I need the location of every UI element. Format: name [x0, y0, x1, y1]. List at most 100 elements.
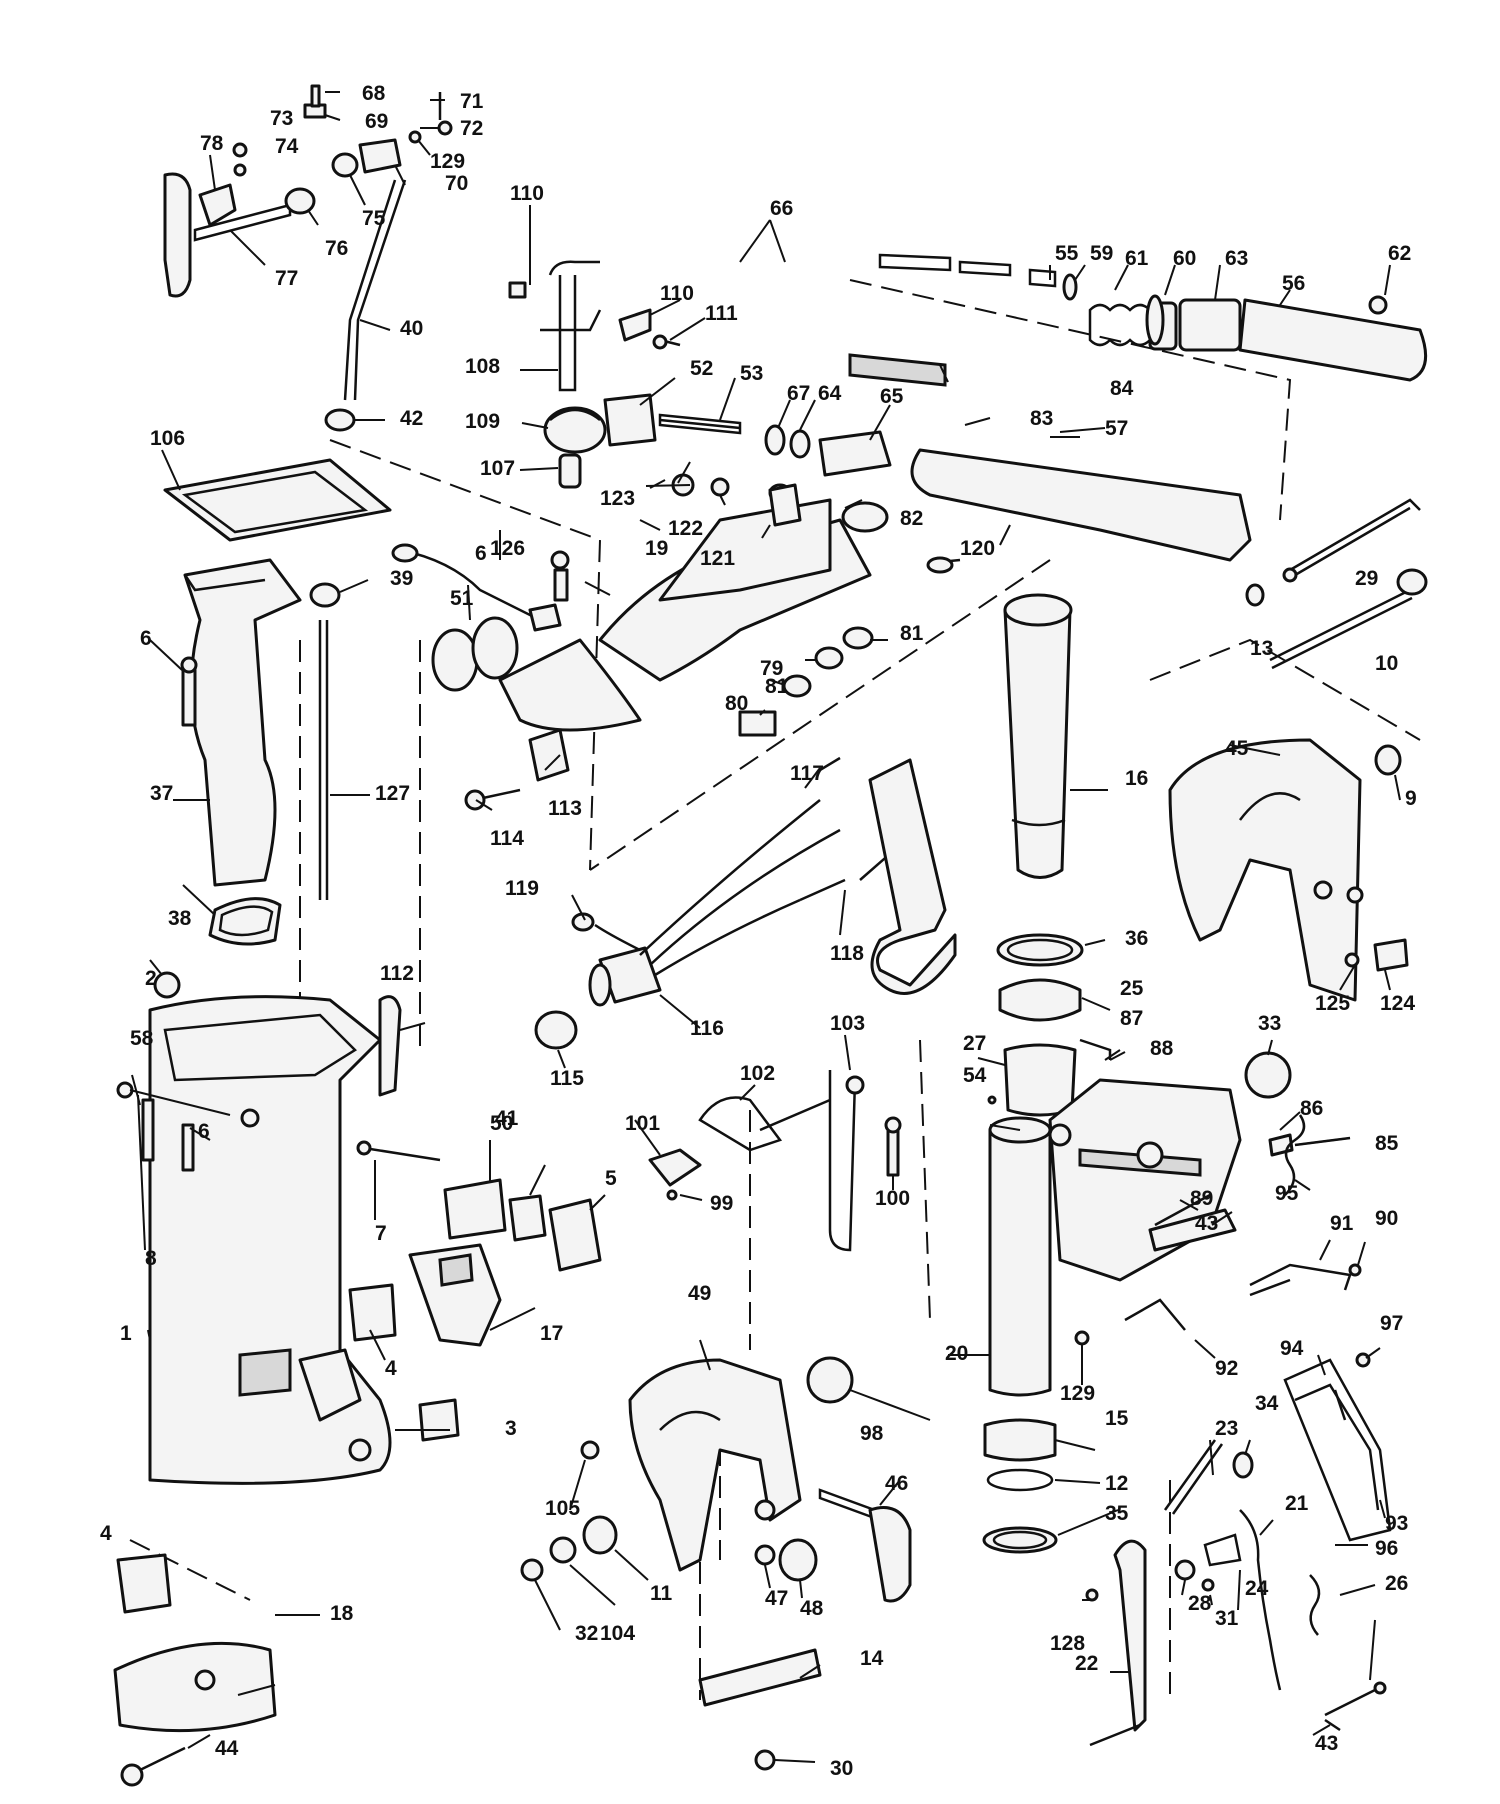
callout-13: 13 [1250, 637, 1273, 660]
callout-45: 45 [1225, 737, 1249, 760]
callout-4: 4 [385, 1357, 397, 1380]
callout-54: 54 [963, 1064, 987, 1087]
callout-79: 79 [760, 657, 783, 680]
callout-64: 64 [818, 382, 842, 405]
callout-35: 35 [1105, 1502, 1129, 1525]
callout-113: 113 [548, 797, 582, 820]
tiller-assembly [818, 298, 1428, 562]
steering-linkage [1245, 498, 1428, 776]
callout-9: 9 [1405, 787, 1417, 810]
callout-44: 44 [215, 1737, 239, 1760]
callout-57: 57 [1105, 417, 1128, 440]
callout-8: 8 [145, 1247, 157, 1270]
callout-22: 22 [1075, 1652, 1098, 1675]
callout-82: 82 [900, 507, 923, 530]
callout-4: 4 [100, 1522, 112, 1545]
callout-114: 114 [490, 827, 524, 850]
callout-123: 123 [600, 487, 635, 510]
callout-70: 70 [445, 172, 468, 195]
callout-121: 121 [700, 547, 735, 570]
callout-98: 98 [860, 1422, 884, 1445]
clamp-bracket-right [1168, 738, 1409, 1002]
callout-111: 111 [705, 302, 738, 325]
callout-41: 41 [495, 1107, 519, 1130]
callout-29: 29 [1355, 567, 1378, 590]
callout-127: 127 [375, 782, 410, 805]
callout-86: 86 [1300, 1097, 1323, 1120]
callout-108: 108 [465, 355, 500, 378]
callout-40: 40 [400, 317, 423, 340]
callout-90: 90 [1375, 1207, 1398, 1230]
callout-109: 109 [465, 410, 500, 433]
callout-126: 126 [490, 537, 525, 560]
callout-102: 102 [740, 1062, 775, 1085]
callout-28: 28 [1188, 1592, 1212, 1615]
callout-14: 14 [860, 1647, 884, 1670]
callout-115: 115 [550, 1067, 584, 1090]
callout-97: 97 [1380, 1312, 1403, 1335]
callout-89: 89 [1190, 1187, 1213, 1210]
callout-2: 2 [145, 967, 157, 990]
callout-48: 48 [800, 1597, 824, 1620]
callout-124: 124 [1380, 992, 1415, 1015]
callout-leaders [131, 91, 1401, 1763]
callout-46: 46 [885, 1472, 908, 1495]
callout-10: 10 [1375, 652, 1398, 675]
callout-36: 36 [1125, 927, 1148, 950]
callout-129: 129 [430, 150, 465, 173]
callout-101: 101 [625, 1112, 660, 1135]
callout-33: 33 [1258, 1012, 1281, 1035]
callout-128: 128 [1050, 1632, 1085, 1655]
callout-1: 1 [120, 1322, 132, 1345]
callout-62: 62 [1388, 242, 1411, 265]
callout-21: 21 [1285, 1492, 1309, 1515]
callout-94: 94 [1280, 1337, 1304, 1360]
callout-17: 17 [540, 1322, 563, 1345]
callout-75: 75 [362, 207, 386, 230]
callout-18: 18 [330, 1602, 354, 1625]
steering-tube-parts [987, 593, 1351, 1157]
callout-66: 66 [770, 197, 793, 220]
callout-99: 99 [710, 1192, 733, 1215]
callout-58: 58 [130, 1027, 154, 1050]
callout-52: 52 [690, 357, 713, 380]
callout-122: 122 [668, 517, 703, 540]
callout-51: 51 [450, 587, 474, 610]
callout-20: 20 [945, 1342, 968, 1365]
callout-118: 118 [830, 942, 864, 965]
callout-56: 56 [1282, 272, 1305, 295]
callout-38: 38 [168, 907, 192, 930]
shift-lever-parts [508, 260, 681, 489]
callout-6: 6 [198, 1120, 210, 1143]
callout-43: 43 [1195, 1212, 1218, 1235]
callout-103: 103 [830, 1012, 865, 1035]
callout-116: 116 [690, 1017, 724, 1040]
callout-49: 49 [688, 1282, 711, 1305]
throttle-lever-assembly [163, 84, 453, 432]
callout-63: 63 [1225, 247, 1248, 270]
callout-59: 59 [1090, 242, 1113, 265]
callout-11: 11 [650, 1582, 673, 1605]
callout-31: 31 [1215, 1607, 1239, 1630]
callout-80: 80 [725, 692, 748, 715]
shift-linkage [648, 1070, 902, 1252]
callout-19: 19 [645, 537, 668, 560]
clamp-bracket-left [520, 1358, 912, 1771]
callout-110: 110 [660, 282, 694, 305]
callout-55: 55 [1055, 242, 1079, 265]
wiring-harness-lower [534, 756, 957, 1050]
callout-112: 112 [380, 962, 414, 985]
callout-110: 110 [510, 182, 544, 205]
callout-42: 42 [400, 407, 423, 430]
callout-50: 50 [490, 1112, 513, 1135]
callout-91: 91 [1330, 1212, 1354, 1235]
callout-120: 120 [960, 537, 995, 560]
callout-37: 37 [150, 782, 173, 805]
callout-34: 34 [1255, 1392, 1279, 1415]
callout-107: 107 [480, 457, 515, 480]
swivel-bushings [806, 1356, 1058, 1554]
callout-73: 73 [270, 107, 293, 130]
exhaust-housing [163, 458, 392, 946]
lower-cover-parts [113, 1283, 460, 1787]
